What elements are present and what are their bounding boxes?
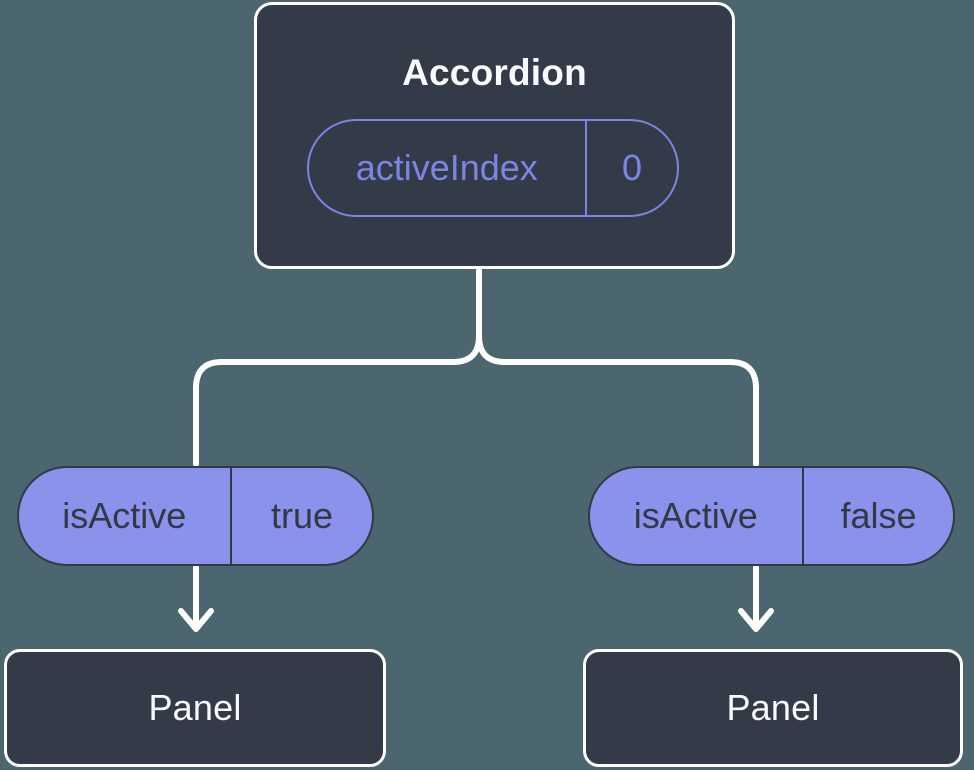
pill-divider (801, 468, 804, 564)
prop-value: false (840, 495, 917, 536)
accordion-node: Accordion activeIndex 0 (254, 2, 735, 269)
prop-name: isActive (633, 495, 758, 536)
state-value: 0 (621, 147, 643, 188)
panel-node-label: Panel (726, 687, 820, 728)
arrow-down-right-icon (738, 564, 774, 632)
state-name: activeIndex (355, 147, 538, 188)
prop-value: true (270, 495, 334, 536)
accordion-node-label: Accordion (402, 52, 587, 93)
prop-pill-isactive-true: isActive true (17, 466, 374, 566)
pill-divider (229, 468, 232, 564)
panel-node-left: Panel (4, 649, 386, 767)
arrow-down-left-icon (178, 564, 214, 632)
state-pill-activeindex: activeIndex 0 (307, 119, 679, 217)
panel-node-label: Panel (148, 687, 242, 728)
connector-left-branch (193, 268, 482, 467)
prop-name: isActive (62, 495, 187, 536)
pill-divider (584, 121, 587, 215)
prop-pill-isactive-false: isActive false (588, 466, 955, 566)
panel-node-right: Panel (583, 649, 963, 767)
connector-right-branch (476, 268, 759, 467)
